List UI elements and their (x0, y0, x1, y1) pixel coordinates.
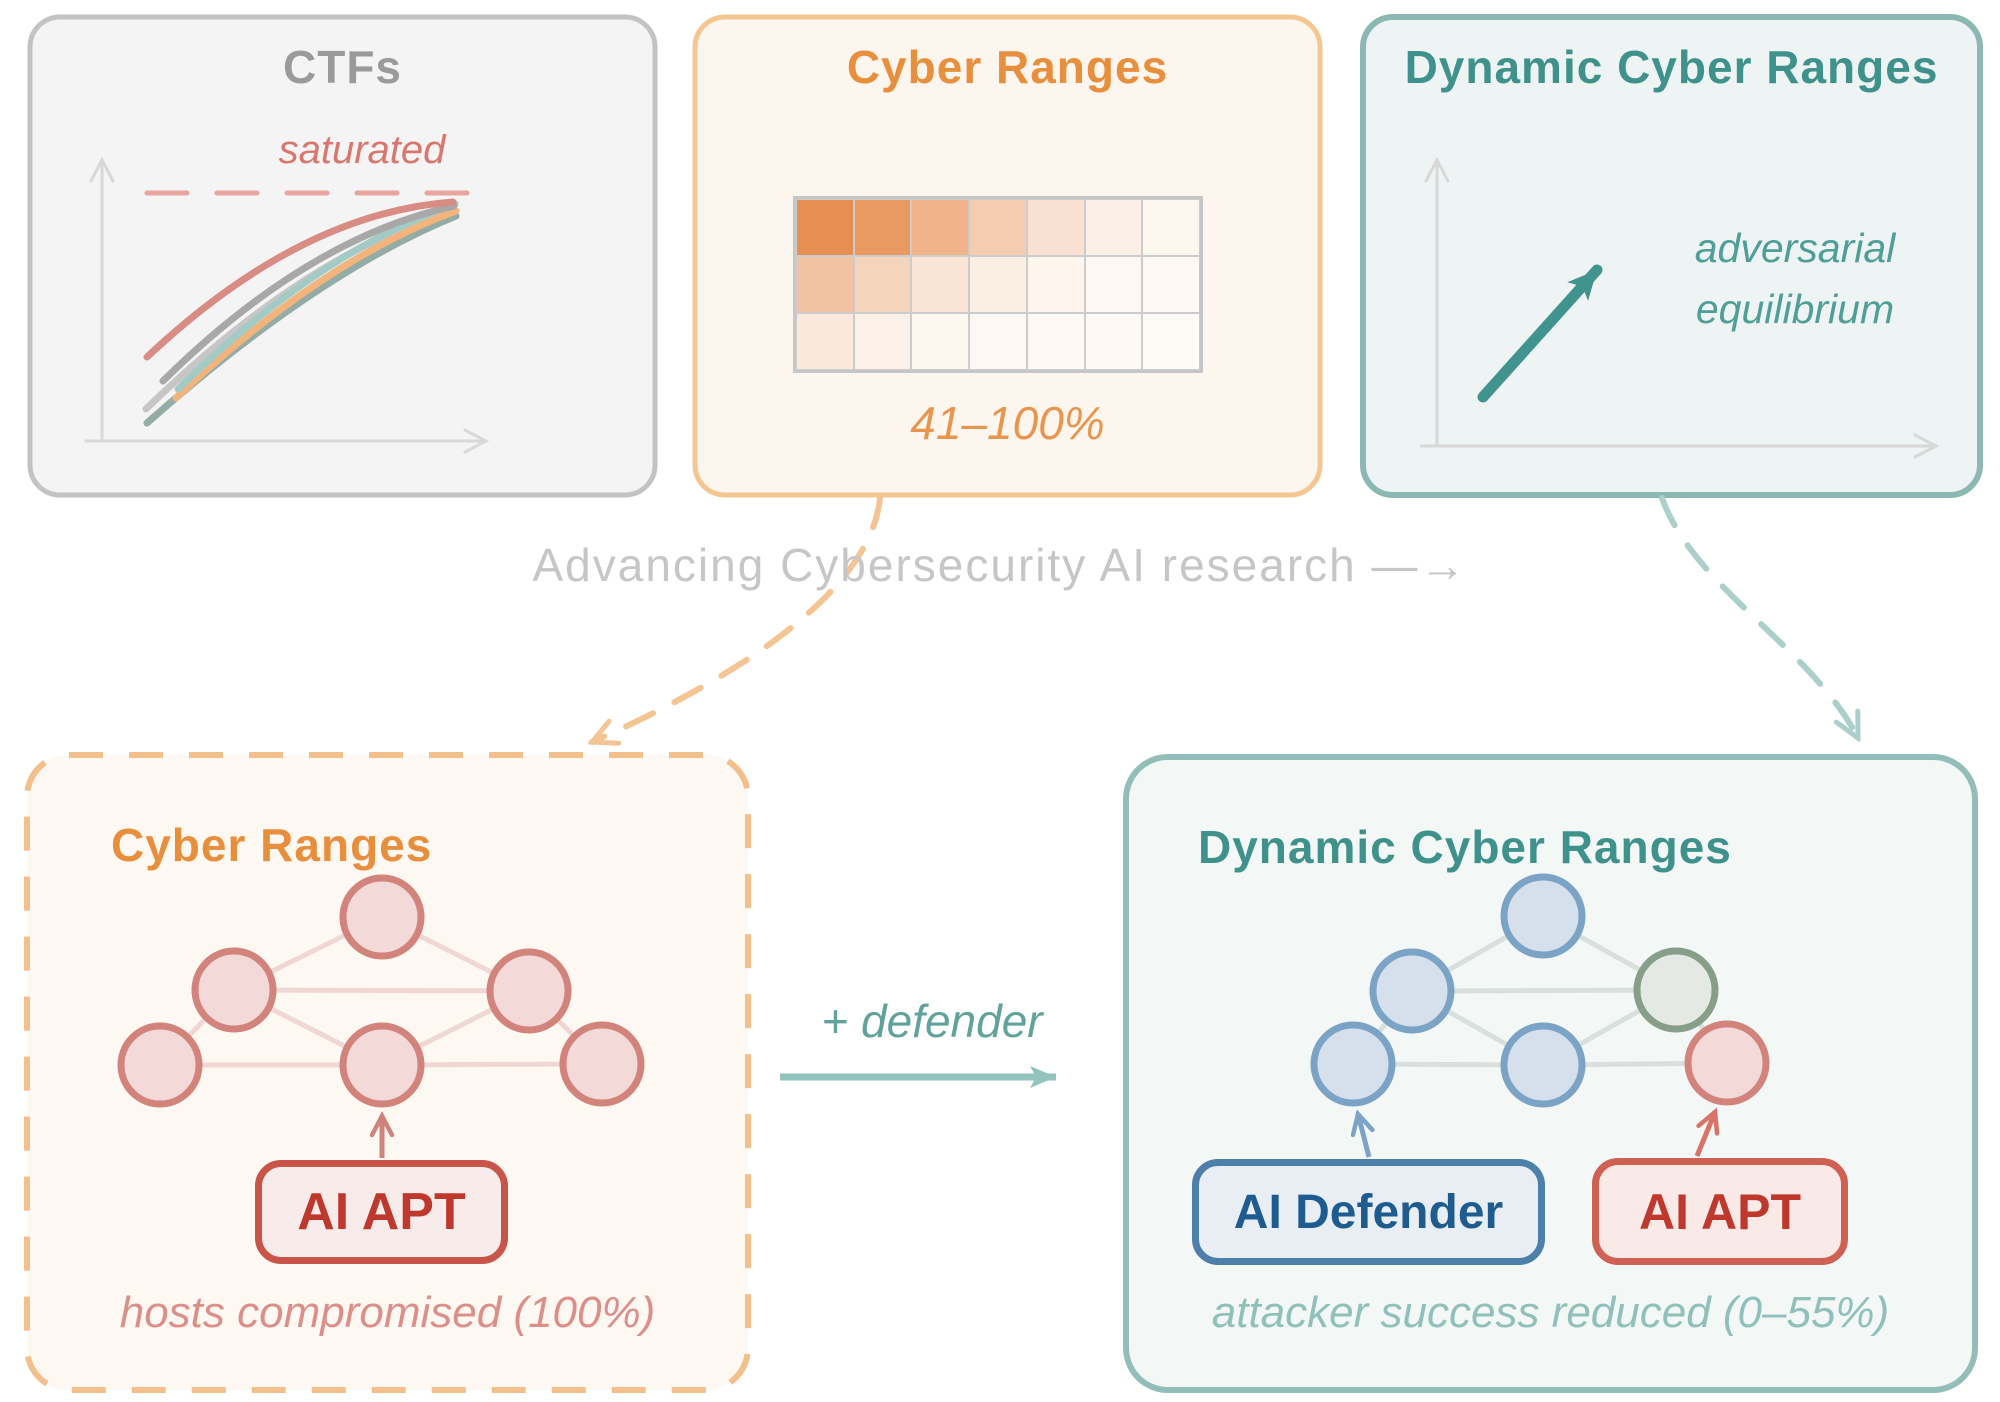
bottom-left-title: Cyber Ranges (111, 819, 433, 871)
host-node-def (1310, 1021, 1396, 1107)
ctf-saturation-chart (84, 156, 490, 454)
heatmap-cell (1142, 256, 1200, 313)
heatmap-cell (796, 313, 854, 370)
host-node-apt (117, 1022, 203, 1108)
host-node-apt (339, 874, 425, 960)
ctf-title: CTFs (283, 41, 402, 93)
dynamic-cyber-ranges-title: Dynamic Cyber Ranges (1404, 41, 1939, 93)
connector-dynamic-ranges (1659, 495, 1861, 738)
ai-apt-label-box: AI APT (255, 1160, 508, 1264)
connector-cyber-ranges (592, 495, 883, 742)
heatmap-cell (796, 256, 854, 313)
network-edge (1411, 987, 1677, 994)
ai-defender-label-box: AI Defender (1192, 1159, 1545, 1265)
heatmap-cell (969, 313, 1027, 370)
hosts-compromised-caption: hosts compromised (100%) (119, 1288, 656, 1337)
heatmap-cell (911, 313, 970, 370)
host-node-apt (191, 947, 277, 1033)
attacker-success-caption: attacker success reduced (0–55%) (1211, 1288, 1890, 1337)
defended-network (1310, 873, 1770, 1108)
heatmap-cell (1026, 313, 1085, 370)
cyber-ranges-title: Cyber Ranges (846, 41, 1169, 93)
ai-apt-text: AI APT (297, 1183, 466, 1241)
flow-label: Advancing Cybersecurity AI research —→ (532, 539, 1468, 591)
ai-apt-text: AI APT (1638, 1183, 1802, 1240)
heatmap-cell (969, 199, 1027, 256)
saturated-label: saturated (278, 128, 446, 172)
heatmap-cell (911, 256, 970, 313)
dynamic-cyber-ranges-box (1360, 14, 1983, 498)
heatmap-cell (1026, 256, 1085, 313)
upward-trend-arrow (1477, 264, 1603, 403)
host-node-apt (339, 1022, 425, 1108)
heatmap-cell (796, 199, 854, 256)
ai-apt-label-box: AI APT (1592, 1158, 1848, 1265)
heatmap-cell (853, 256, 912, 313)
success-rate-heatmap (793, 196, 1203, 373)
score-curve (172, 207, 460, 402)
heatmap-cell (1142, 199, 1200, 256)
heatmap-cell (1026, 199, 1085, 256)
heatmap-cell (853, 199, 912, 256)
bottom-right-title: Dynamic Cyber Ranges (1198, 821, 1732, 873)
compromised-network (117, 874, 645, 1108)
network-edge (233, 987, 530, 994)
heatmap-cell (969, 256, 1027, 313)
heatmap-cell (1142, 313, 1200, 370)
score-curve (159, 202, 458, 385)
host-node-apt (559, 1021, 645, 1107)
host-node-neu (1633, 947, 1719, 1033)
heatmap-cell (911, 199, 970, 256)
host-node-def (1500, 873, 1586, 959)
range-percentage-label: 41–100% (910, 397, 1105, 449)
defender-arrow (1350, 1109, 1375, 1158)
plus-defender-label: + defender (821, 995, 1043, 1047)
score-curve (143, 198, 457, 361)
equilibrium-chart (1419, 156, 1940, 459)
apt-attack-arrow (1694, 1107, 1720, 1157)
heatmap-cell (853, 313, 912, 370)
heatmap-cell (1084, 256, 1143, 313)
host-node-def (1500, 1022, 1586, 1108)
heatmap-cell (1084, 313, 1143, 370)
heatmap-cell (1084, 199, 1143, 256)
host-node-apt (486, 948, 572, 1034)
host-node-apt (1684, 1020, 1770, 1106)
ai-defender-text: AI Defender (1233, 1185, 1504, 1239)
host-node-def (1369, 948, 1455, 1034)
adversarial-equilibrium-label: adversarial equilibrium (1694, 225, 1896, 332)
